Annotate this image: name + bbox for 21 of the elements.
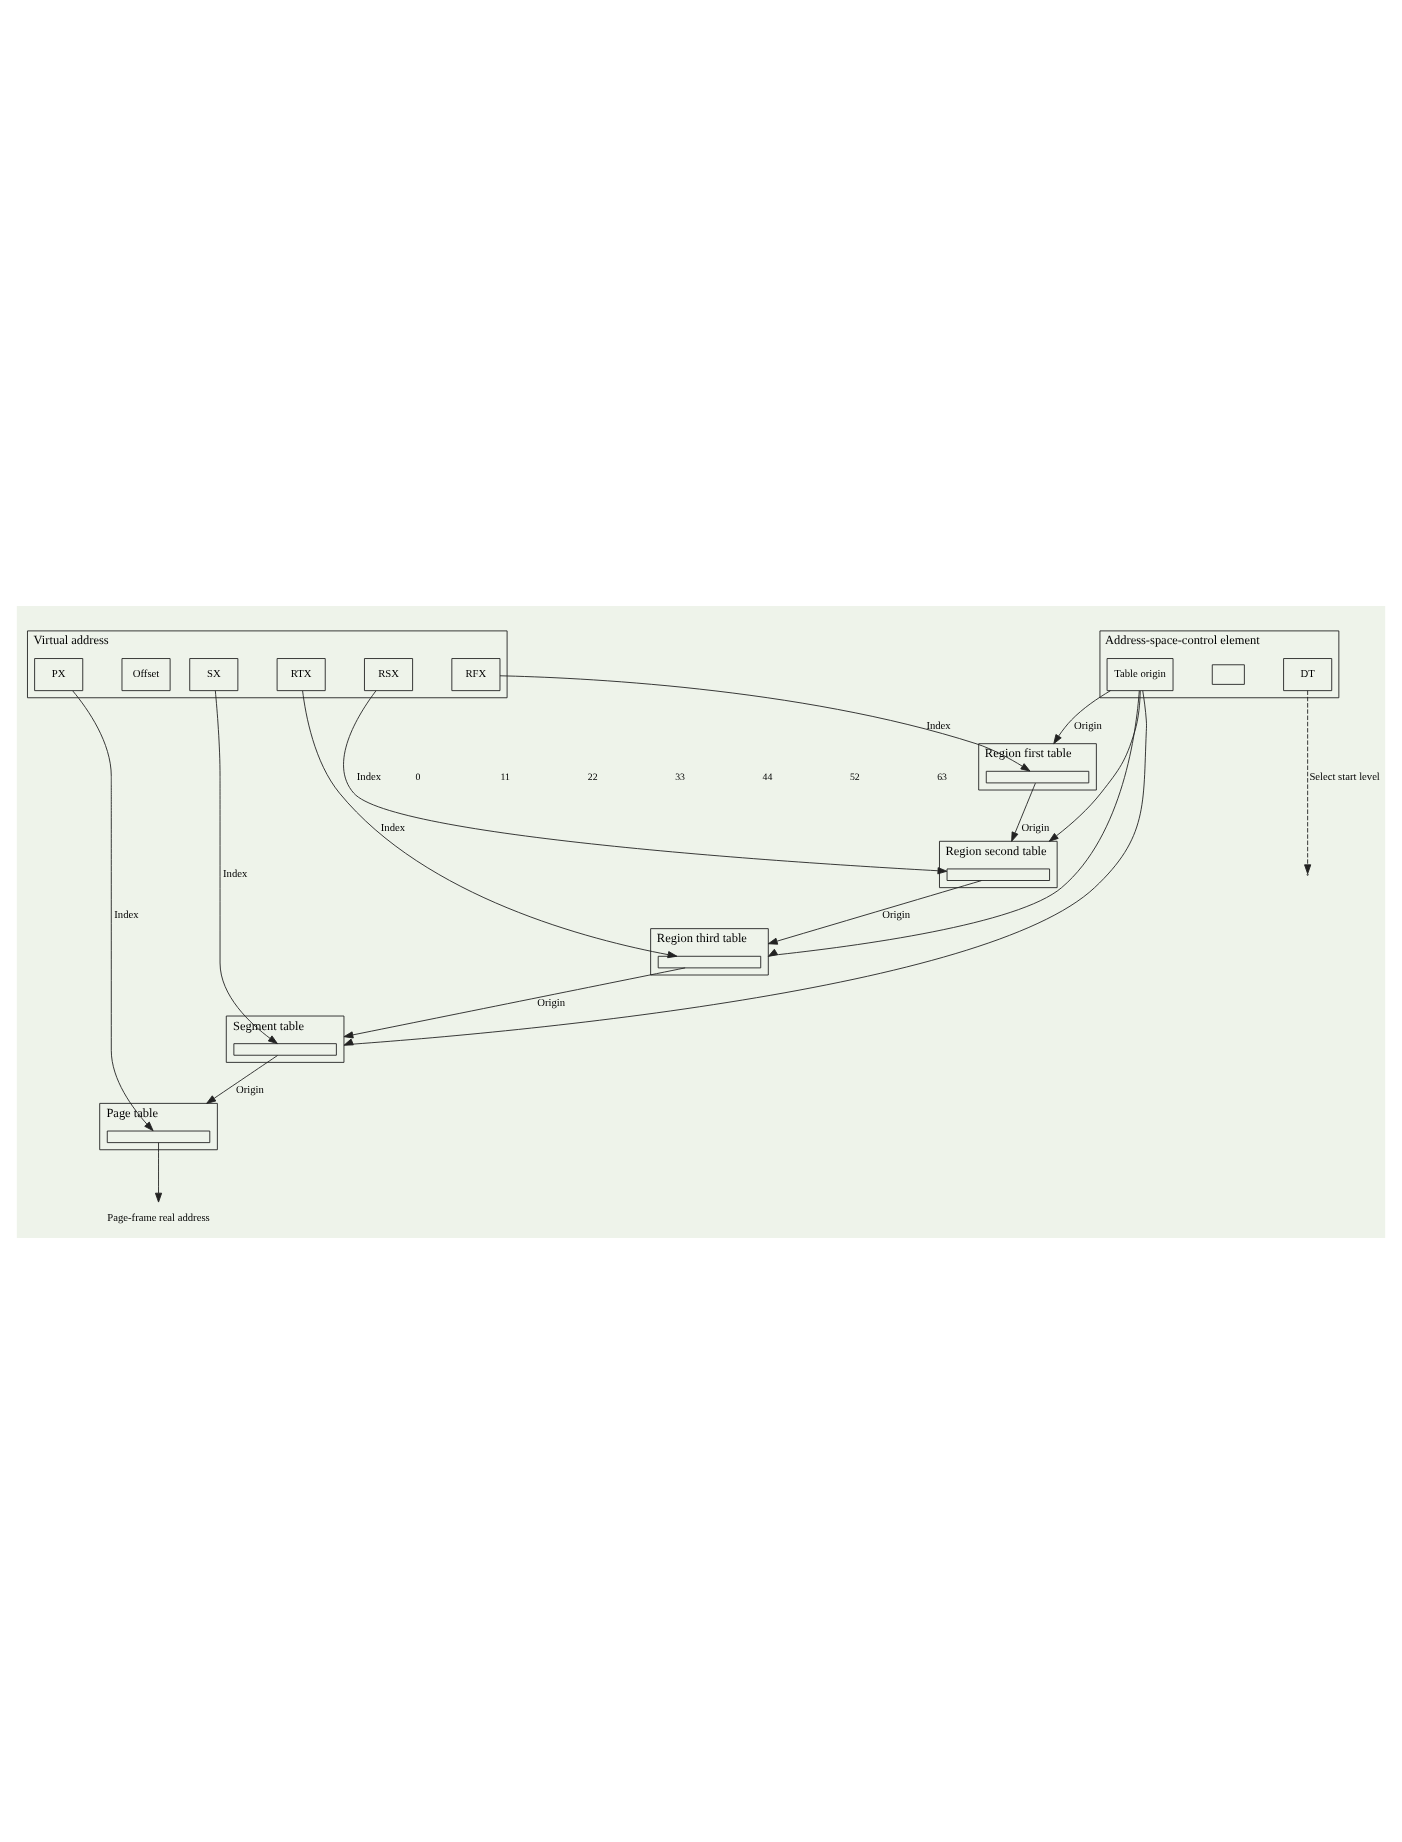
- arrow: [499, 674, 1031, 771]
- node-box: [1211, 663, 1245, 684]
- node-bar: [106, 1129, 211, 1143]
- arrow: [302, 689, 678, 958]
- arrow: [1053, 689, 1111, 744]
- arrow: [1011, 781, 1036, 841]
- arrow: [767, 879, 982, 944]
- arrow: [154, 1141, 163, 1202]
- arrow: [343, 966, 686, 1038]
- arrow: [214, 689, 278, 1044]
- arrow: [1048, 689, 1141, 841]
- node-bar: [657, 954, 762, 968]
- node-bar: [985, 769, 1090, 783]
- arrow: [72, 689, 154, 1131]
- arrow: [343, 689, 1147, 1045]
- arrow: [206, 1054, 279, 1103]
- arrow: [343, 689, 948, 874]
- arrow: [767, 689, 1140, 956]
- node-bar: [946, 867, 1050, 880]
- node-bar: [233, 1042, 337, 1055]
- arrow: [1304, 689, 1312, 874]
